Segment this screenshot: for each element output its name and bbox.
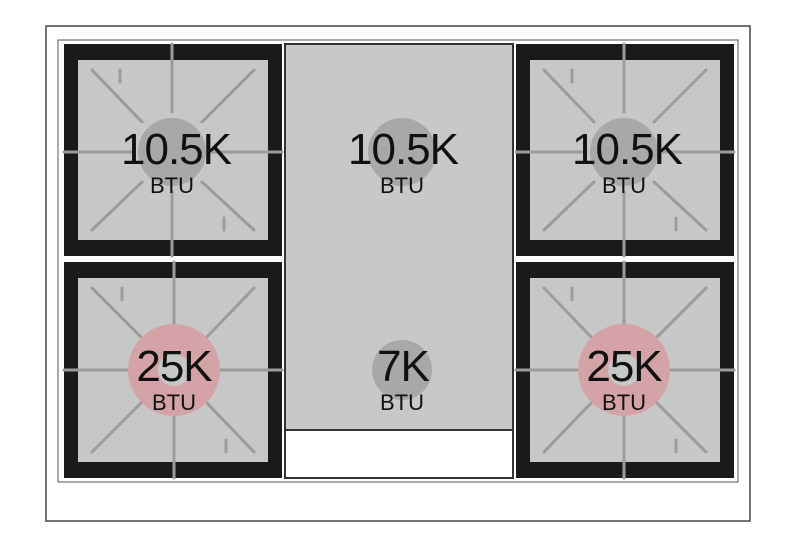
- grate-arm-right-front: [542, 286, 596, 342]
- grate-arm-left-rear: [90, 180, 144, 232]
- burner-right-front-rating: 25K: [586, 342, 662, 391]
- burner-center-rear-unit: BTU: [380, 173, 424, 198]
- grate-arm-left-front: [90, 286, 146, 342]
- burner-left-rear-unit: BTU: [150, 173, 194, 198]
- grate-arm-left-front: [202, 286, 256, 342]
- grate-arm-left-front: [90, 398, 146, 454]
- burner-right-rear-unit: BTU: [602, 173, 646, 198]
- grate-arm-right-rear: [652, 68, 708, 124]
- center-panel-front-trim: [284, 429, 514, 479]
- burner-cap-center-front: [372, 340, 432, 400]
- burner-center-front-rating: 7K: [377, 342, 430, 391]
- grate-arm-right-rear: [542, 68, 596, 124]
- grate-arm-right-front: [652, 286, 708, 342]
- grate-arm-right-rear: [542, 180, 596, 232]
- burner-cap-center-left-front: [158, 354, 190, 386]
- grate-arm-left-rear: [200, 180, 256, 232]
- grate-arm-right-rear: [652, 180, 708, 232]
- burner-cap-center-rear: [368, 118, 436, 186]
- grate-arm-right-front: [652, 398, 708, 454]
- burner-cap-center-right-front: [608, 354, 640, 386]
- burner-center-front-unit: BTU: [380, 390, 424, 415]
- center-panel: [284, 43, 514, 431]
- burner-left-front-rating: 25K: [136, 342, 212, 391]
- grate-arm-left-rear: [90, 68, 144, 124]
- burner-center-rear-rating: 10.5K: [348, 125, 459, 174]
- grate-arm-left-rear: [200, 68, 256, 124]
- burner-left-rear-rating: 10.5K: [121, 125, 232, 174]
- burner-left-front-unit: BTU: [152, 390, 196, 415]
- burner-cap-left-rear: [138, 118, 206, 186]
- burner-right-front-unit: BTU: [602, 390, 646, 415]
- burner-right-rear-rating: 10.5K: [572, 125, 683, 174]
- burner-cap-right-rear: [590, 118, 658, 186]
- grate-arm-left-front: [202, 398, 256, 454]
- grate-arm-right-front: [542, 398, 596, 454]
